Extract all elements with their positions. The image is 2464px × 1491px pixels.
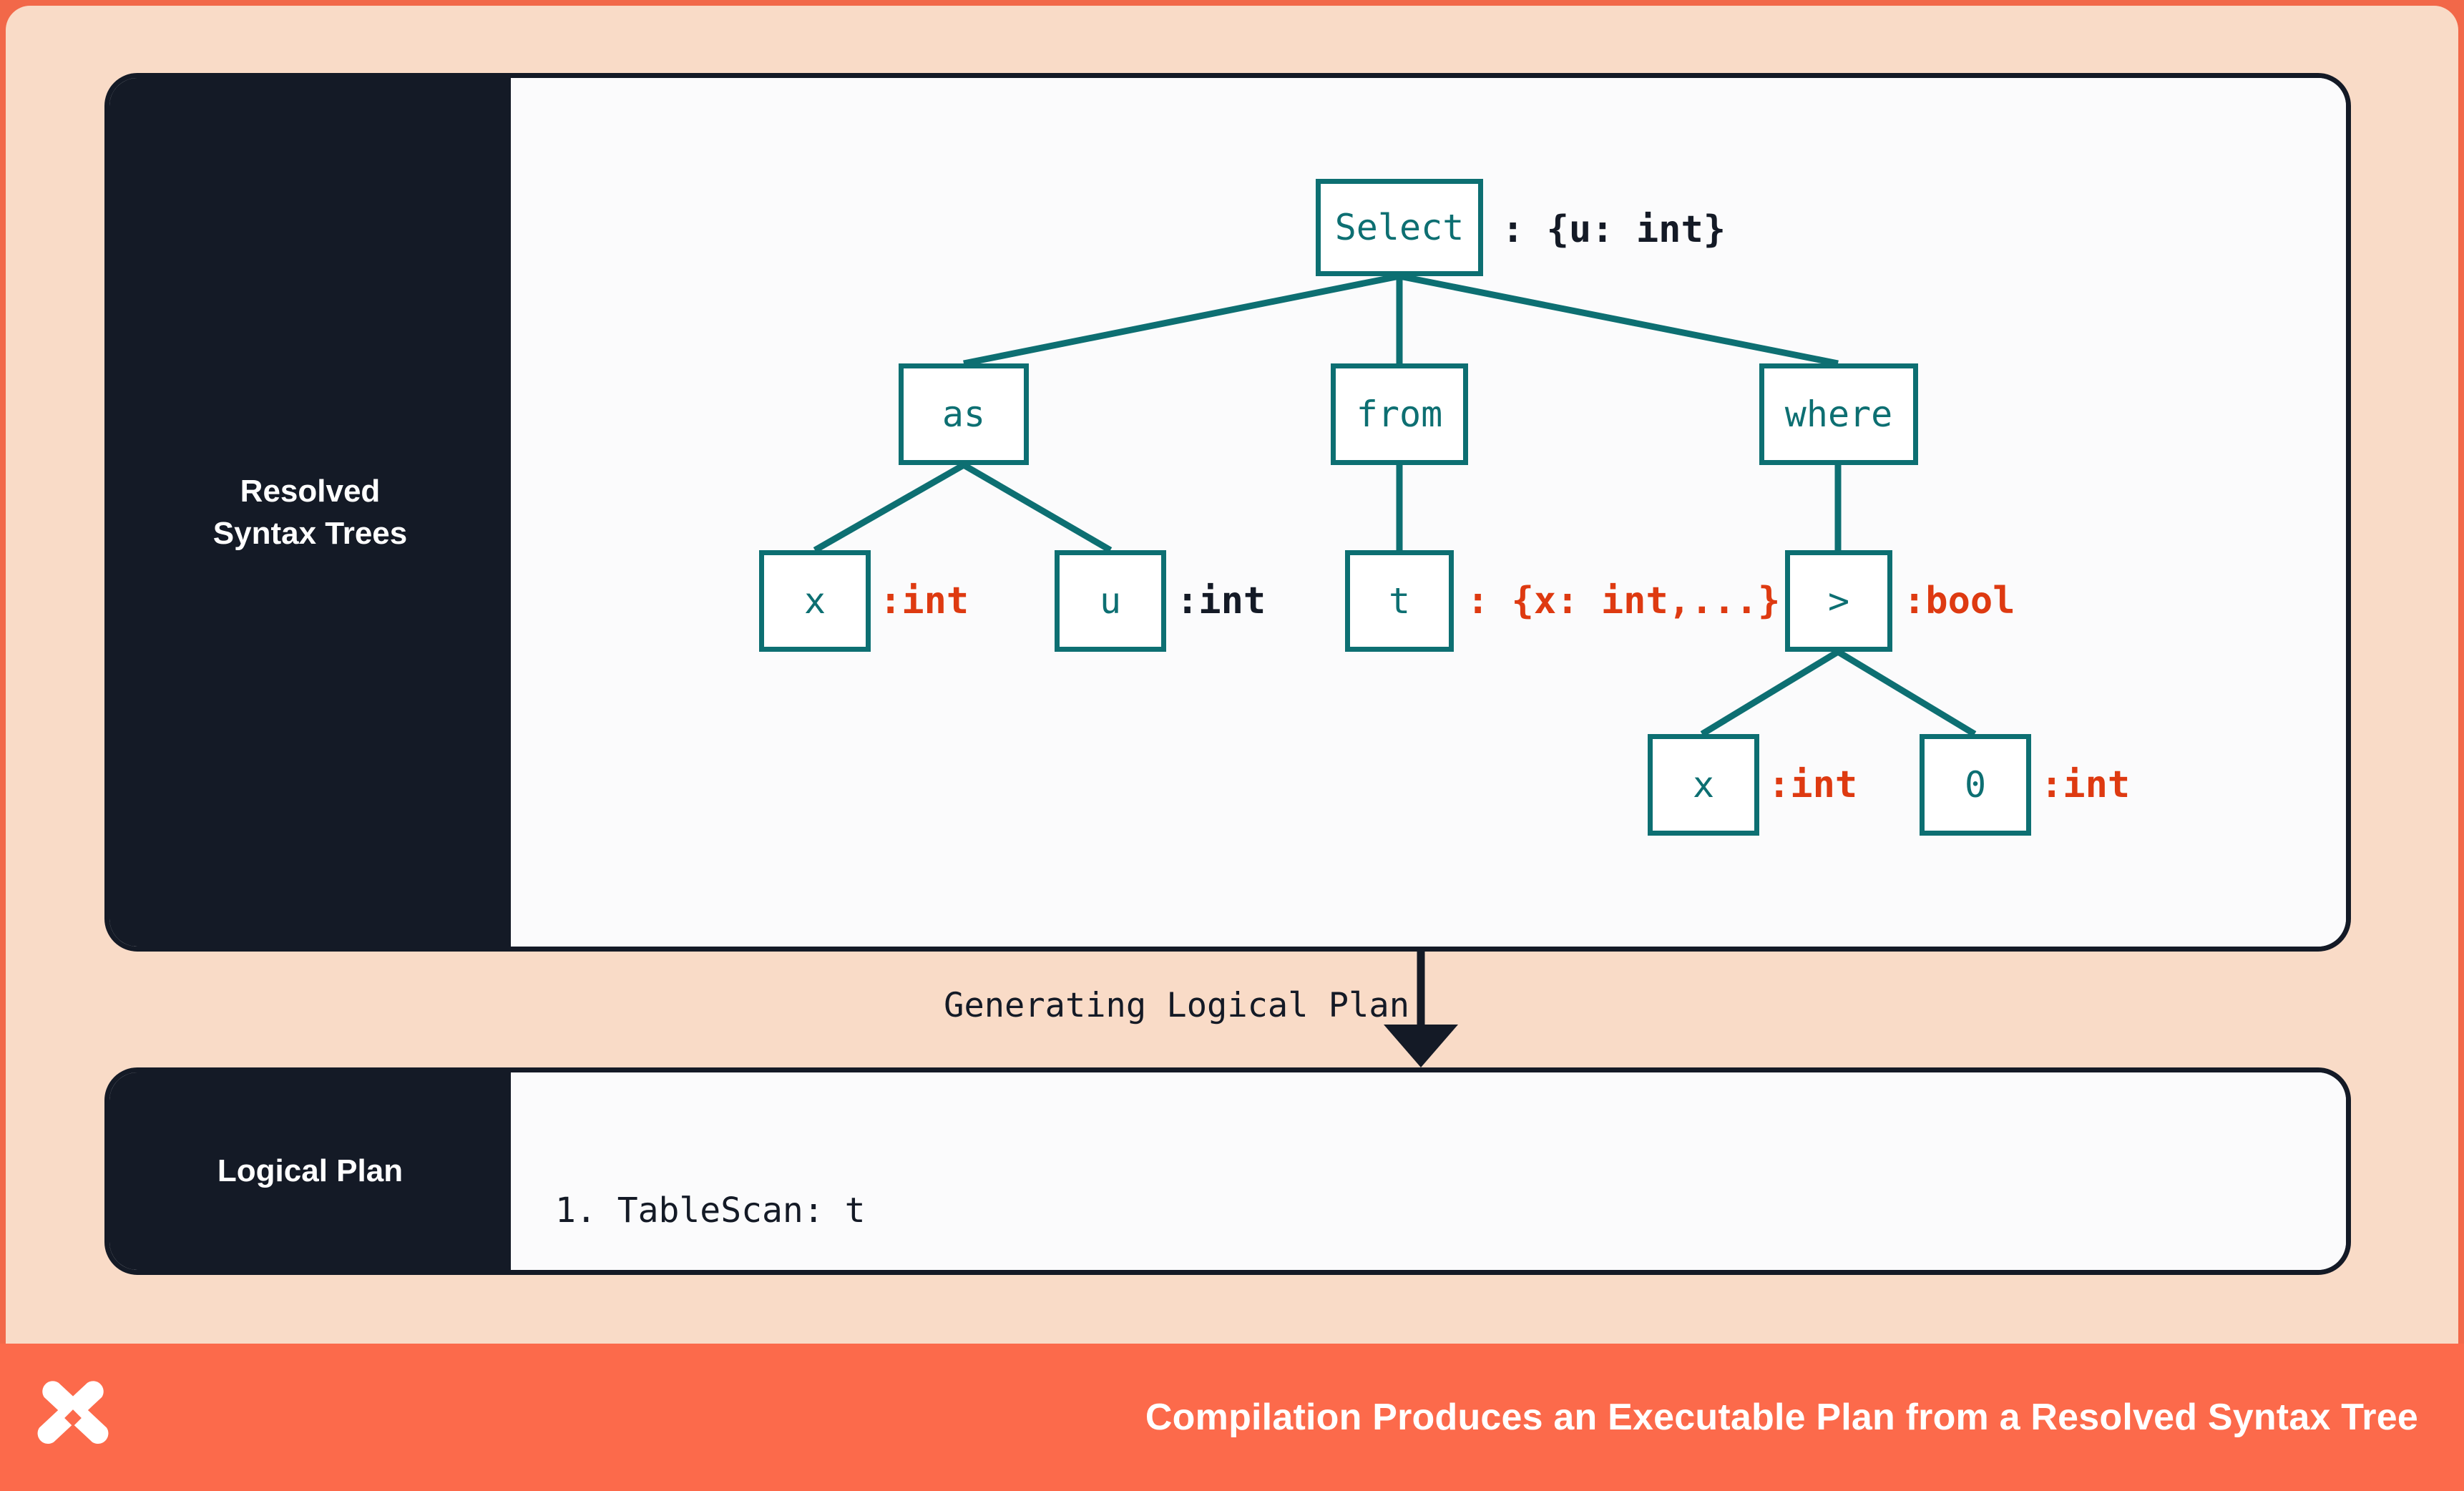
tree-node-label: u (1099, 580, 1122, 622)
panel-label-logical-plan: Logical Plan (109, 1072, 511, 1270)
list-item: 1. TableScan: t (555, 1190, 866, 1231)
tree-node-select[interactable]: Select (1316, 179, 1483, 276)
connector-label: Generating Logical Plan (944, 986, 1409, 1025)
tree-edges (813, 273, 1977, 737)
bottom-banner: Compilation Produces an Executable Plan … (0, 1344, 2464, 1491)
tree-node-label: t (1388, 580, 1411, 622)
tree-node-label: > (1827, 580, 1850, 622)
tree-node-as-u[interactable]: u (1055, 550, 1166, 652)
tree-annotation-as-x: :int (879, 580, 969, 622)
panel-label-line-1: Resolved (240, 473, 381, 509)
logical-plan-body: 1. TableScan: t 2. Filter: t.x > 0 3. Pr… (511, 1072, 2346, 1270)
tree-node-label: Select (1334, 207, 1465, 248)
tree-annotation-greater-than: :bool (1903, 580, 2015, 622)
syntax-tree: Select : {u: int} as from where x :int (511, 78, 2346, 947)
tree-node-where[interactable]: where (1759, 363, 1918, 465)
tree-node-label: x (803, 580, 826, 622)
x-mark-logo-icon (37, 1381, 109, 1444)
tree-node-greater-than[interactable]: > (1785, 550, 1892, 652)
panel-label-line-2: Syntax Trees (212, 516, 408, 551)
tree-node-as-x[interactable]: x (759, 550, 871, 652)
panel-label-resolved-syntax-trees: Resolved Syntax Trees (109, 78, 511, 947)
tree-annotation-as-u: :int (1176, 580, 1266, 622)
tree-node-label: 0 (1964, 764, 1987, 806)
banner-title: Compilation Produces an Executable Plan … (1145, 1397, 2418, 1438)
tree-annotation-gt-zero: :int (2040, 763, 2131, 806)
connector-generating-logical-plan: Generating Logical Plan (104, 952, 2351, 1067)
logical-plan-steps: 1. TableScan: t 2. Filter: t.x > 0 3. Pr… (555, 1097, 1031, 1270)
tree-node-from-t[interactable]: t (1345, 550, 1454, 652)
panel-label-text: Logical Plan (217, 1153, 404, 1189)
panel-logical-plan: Logical Plan 1. TableScan: t 2. Filter: … (104, 1067, 2351, 1275)
tree-annotation-gt-x: :int (1768, 763, 1858, 806)
tree-node-gt-x[interactable]: x (1648, 734, 1759, 836)
tree-node-label: as (942, 393, 986, 435)
tree-node-label: from (1356, 393, 1443, 435)
tree-node-label: where (1784, 393, 1893, 435)
panel-resolved-syntax-trees: Resolved Syntax Trees (104, 73, 2351, 952)
tree-node-gt-zero[interactable]: 0 (1920, 734, 2031, 836)
tree-node-as[interactable]: as (899, 363, 1029, 465)
down-arrow-icon (1384, 1025, 1458, 1067)
tree-annotation-from-t: : {x: int,...} (1467, 580, 1781, 622)
connector-arrow (1384, 952, 1458, 1067)
tree-node-label: x (1692, 764, 1715, 806)
tree-annotation-select: : {u: int} (1502, 208, 1726, 251)
tree-node-from[interactable]: from (1331, 363, 1468, 465)
syntax-tree-canvas: Select : {u: int} as from where x :int (511, 78, 2346, 947)
